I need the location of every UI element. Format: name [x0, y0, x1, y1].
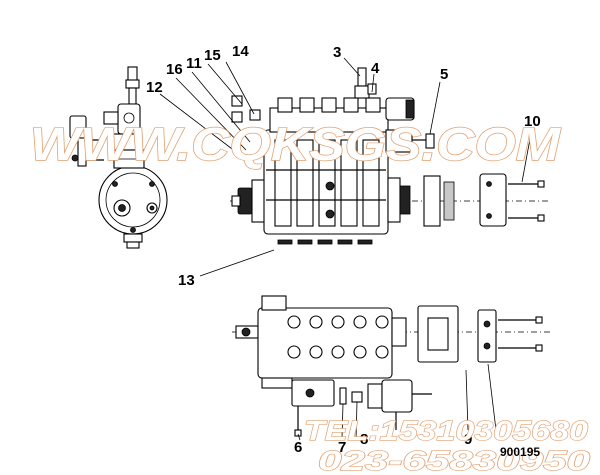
callout-9: 9 [464, 431, 472, 448]
watermark-tel: TEL:15310305680 [304, 415, 589, 446]
watermark-site: WWW.CQKSGS.COM [30, 118, 562, 170]
callout-13: 13 [178, 272, 195, 289]
callout-4: 4 [371, 60, 380, 77]
callout-14: 14 [232, 43, 249, 60]
callout-8: 8 [360, 431, 368, 448]
loose-parts [291, 379, 432, 437]
callout-10: 10 [524, 113, 541, 130]
callout-6: 6 [294, 439, 302, 456]
leader-lines [159, 57, 533, 441]
pump-side-view-top [230, 67, 550, 245]
callout-3: 3 [333, 44, 341, 61]
delivery-valve-row [277, 97, 381, 113]
callout-5: 5 [440, 66, 448, 83]
watermark-landline: 023-65830950 [318, 445, 591, 475]
pump-side-view-bottom [232, 295, 550, 389]
callout-labels: 16 11 15 14 12 3 4 5 10 13 6 7 8 9 [146, 43, 541, 456]
pump-end-view [69, 66, 168, 249]
callout-15: 15 [204, 47, 221, 64]
gasket-row [277, 239, 373, 245]
callout-16: 16 [166, 61, 183, 78]
callout-11: 11 [186, 55, 202, 72]
callout-7: 7 [338, 439, 346, 456]
plunger-columns [266, 139, 386, 227]
drawing-number: 900195 [500, 445, 540, 459]
bottom-port-grid [287, 315, 389, 359]
callout-12: 12 [146, 79, 163, 96]
